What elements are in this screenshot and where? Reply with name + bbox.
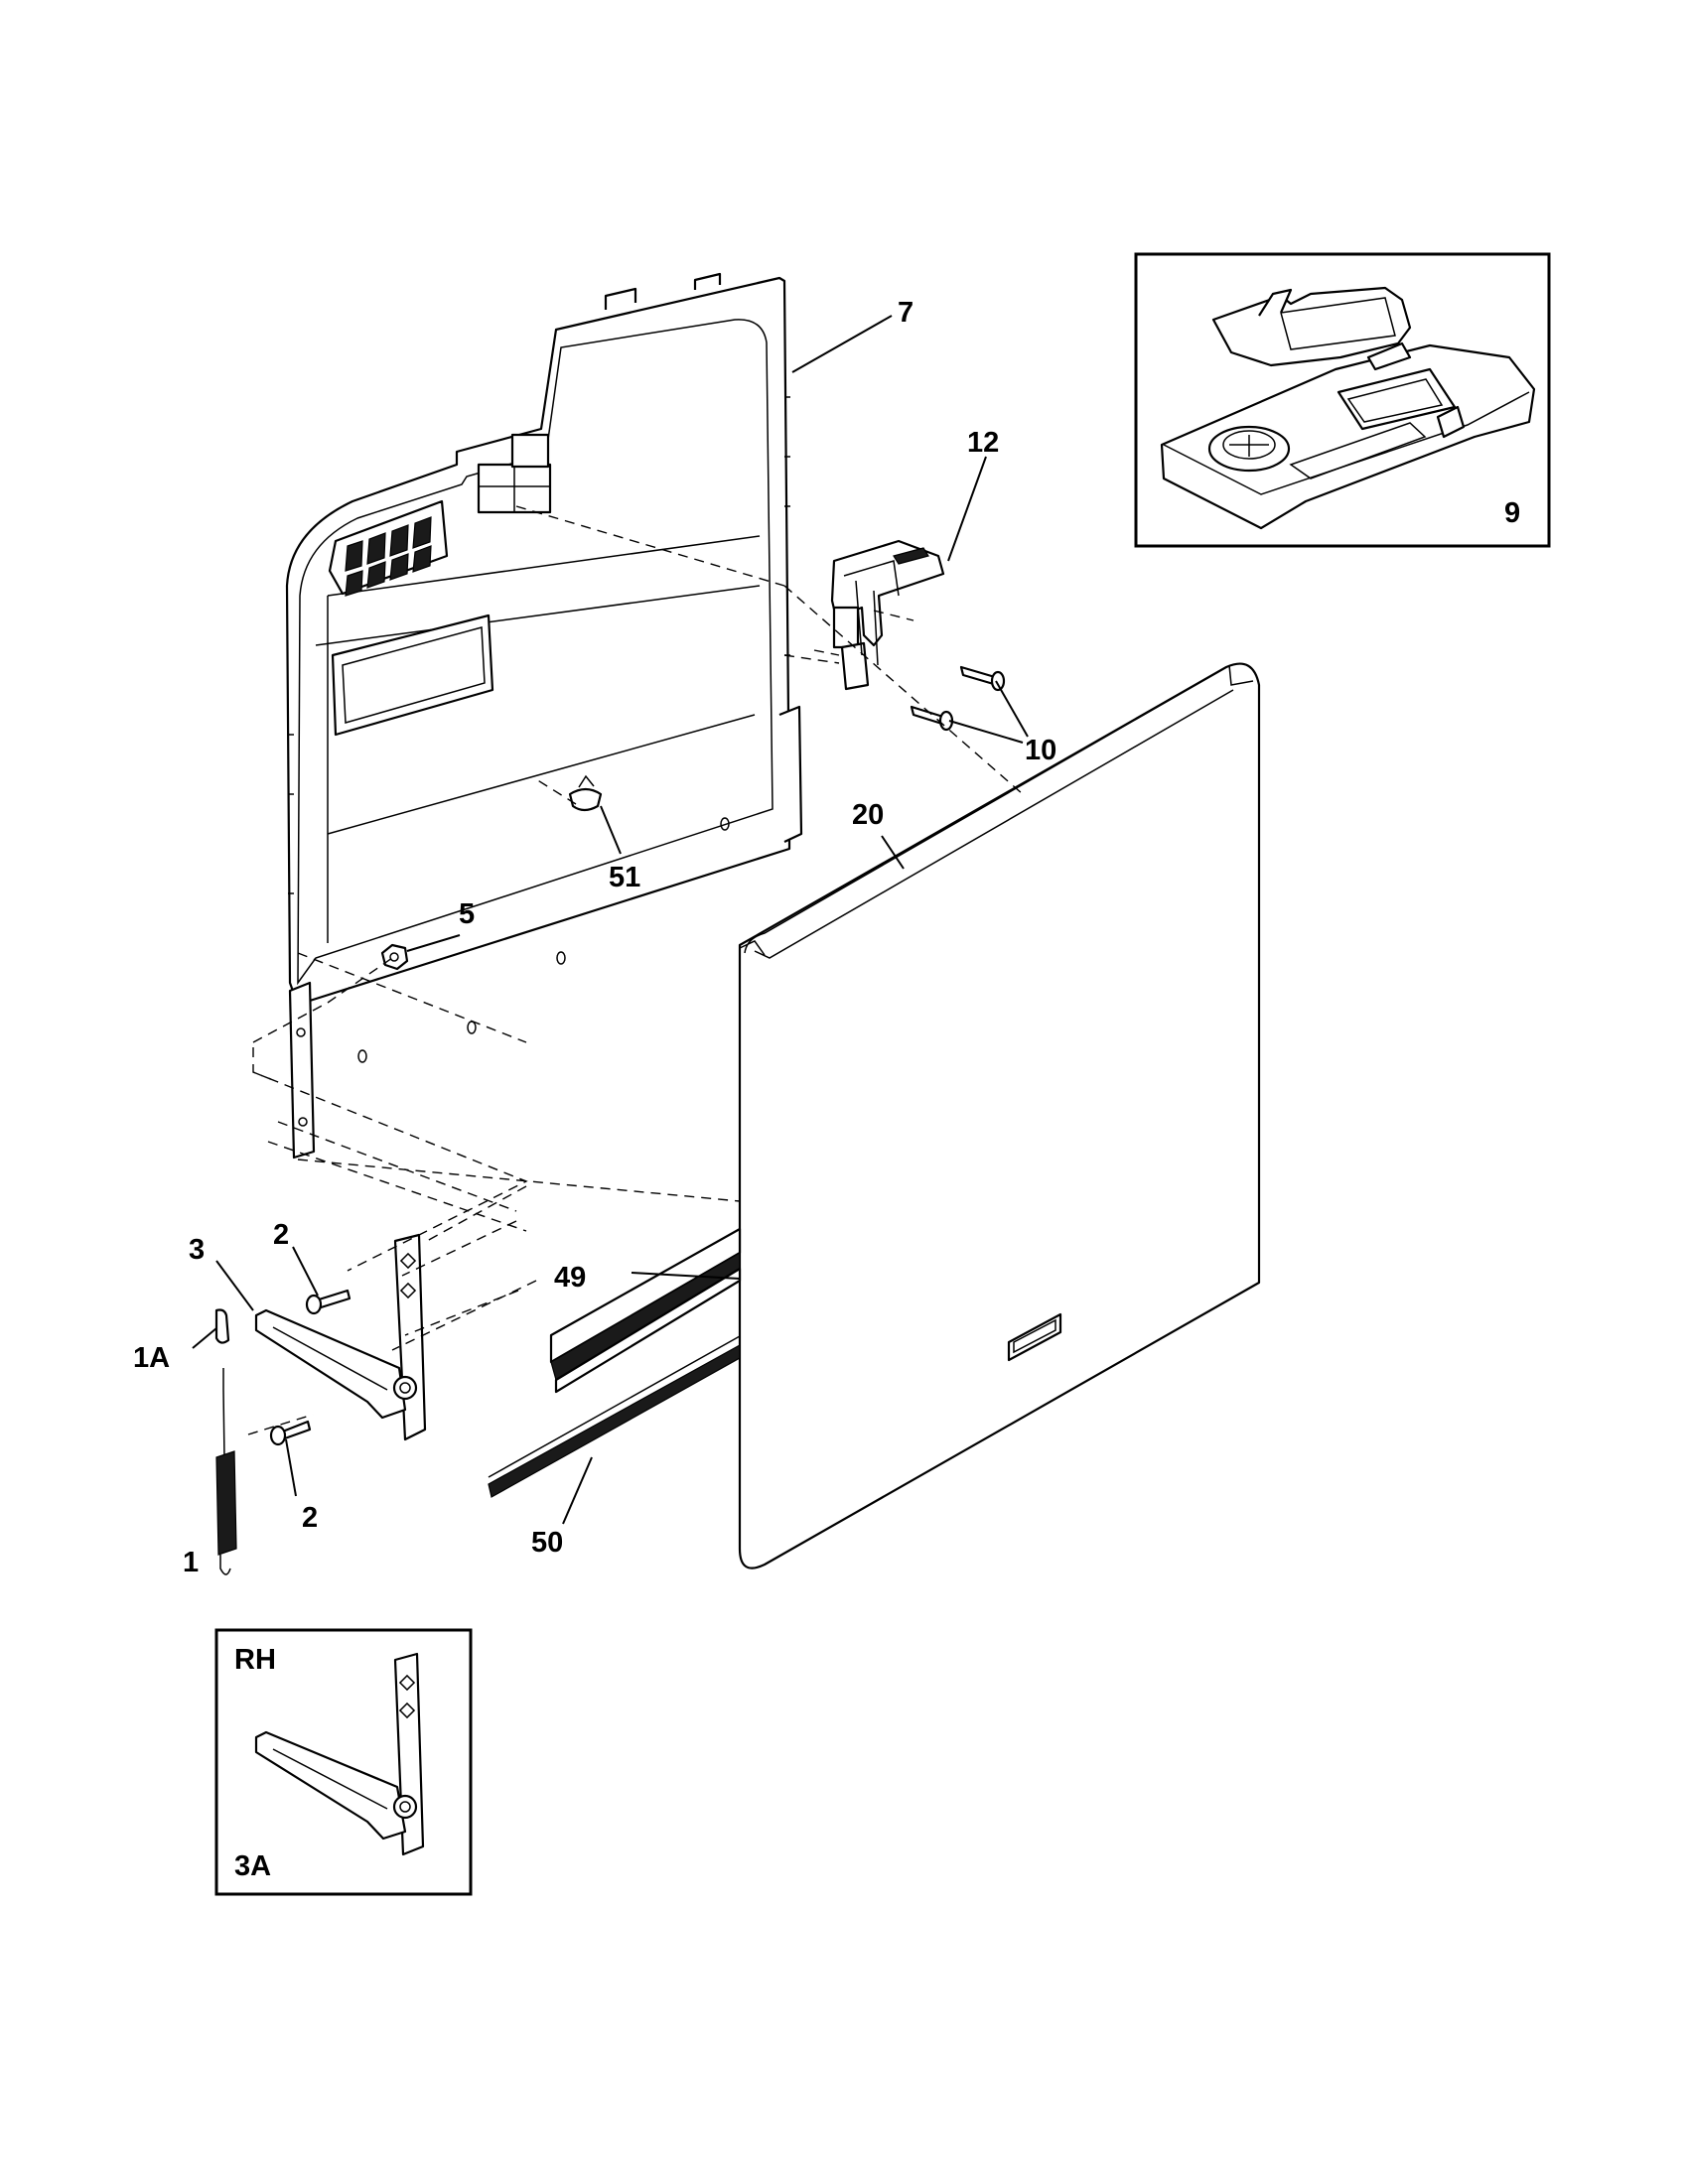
inner-door-panel [285, 272, 803, 1160]
dispenser-assembly [1160, 286, 1536, 530]
callout-1: 1 [183, 1547, 199, 1578]
callout-2-lower: 2 [302, 1502, 318, 1534]
part-1-spring [215, 1368, 237, 1575]
part-3A-hinge [254, 1652, 425, 1856]
part-51-clip [568, 774, 603, 812]
callout-2-upper: 2 [273, 1219, 289, 1251]
callout-9: 9 [1504, 497, 1520, 529]
callout-49: 49 [554, 1262, 586, 1294]
part-5-nut [380, 943, 409, 971]
inset-rh-hinge: RH 3A [214, 1628, 473, 1896]
part-10-screws [910, 665, 1006, 732]
callout-7: 7 [898, 297, 914, 329]
part-3-hinge [254, 1233, 427, 1441]
part-2-screws [269, 1289, 352, 1446]
callout-12: 12 [967, 427, 999, 459]
callout-1A: 1A [133, 1342, 170, 1374]
inset-dispenser: 9 [1134, 252, 1551, 548]
callout-10: 10 [1025, 735, 1056, 766]
outer-door-panel [738, 662, 1261, 1570]
callouts: 7 12 10 20 51 5 3 2 1A 49 2 50 1 [133, 297, 1056, 1578]
callout-51: 51 [609, 862, 640, 893]
callout-50: 50 [531, 1527, 563, 1559]
callout-3: 3 [189, 1234, 205, 1266]
alignment-lines [247, 505, 1024, 1435]
leader-lines [192, 315, 1029, 1525]
callout-20: 20 [852, 799, 884, 831]
part-50-strip [488, 1335, 741, 1498]
part-49-strip [549, 1227, 742, 1394]
vent-grille [328, 499, 449, 597]
callout-5: 5 [459, 898, 475, 930]
inset-part-label: 3A [234, 1850, 271, 1882]
inset-side-label: RH [234, 1644, 276, 1676]
part-1A-link [214, 1308, 230, 1344]
door-latch-assembly [830, 539, 945, 691]
